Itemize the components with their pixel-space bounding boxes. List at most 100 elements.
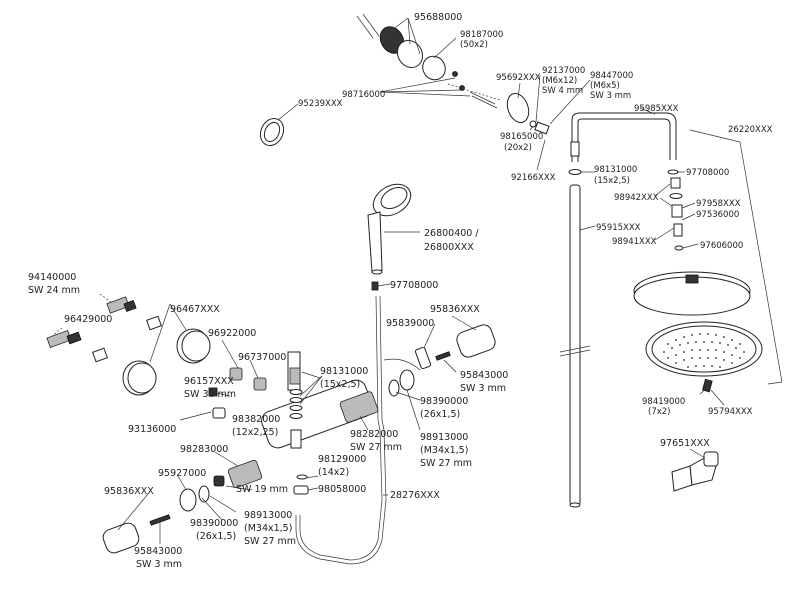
riser-and-arm (559, 107, 677, 508)
label-98390000-right: 98390000 (420, 396, 468, 407)
label-95843000-right: 95843000 (460, 370, 508, 381)
nut-98913000 (399, 369, 415, 391)
label-92166: 92166XXX (511, 173, 556, 183)
label-95239: 95239XXX (298, 99, 343, 109)
label-92137000-size: (M6x12) (542, 76, 577, 86)
arm-fitting (534, 121, 550, 135)
label-98390000-left-size: (26x1,5) (196, 531, 236, 542)
label-98913000-left: 98913000 (244, 510, 292, 521)
label-98131000-left: 98131000 (320, 366, 368, 377)
oring-98131000-right (568, 169, 582, 175)
label-93136000: 93136000 (128, 424, 176, 435)
label-98913000-left-size: (M34x1,5) (244, 523, 292, 534)
arm-joint (570, 141, 580, 157)
label-98129000-size: (14x2) (318, 467, 349, 478)
right-cartridge-parts (339, 315, 496, 431)
label-28276: 28276XXX (390, 490, 440, 501)
label-95843000-right-sw: SW 3 mm (460, 383, 506, 394)
label-98942: 98942XXX (614, 193, 659, 203)
label-95843000-left-sw: SW 3 mm (136, 559, 182, 570)
label-sw-19: SW 19 mm (236, 484, 288, 495)
wall-bracket-group (356, 13, 591, 171)
overhead-shower-26220 (633, 271, 763, 406)
label-95985: 95985XXX (634, 104, 679, 114)
head-connector (654, 129, 783, 385)
left-inlet-parts (46, 293, 267, 421)
label-98282000-sw: SW 27 mm (350, 442, 402, 453)
hand-shower-26800 (295, 183, 420, 565)
label-92137000-sw: SW 4 mm (542, 86, 583, 96)
label-94140000-sw: SW 24 mm (28, 285, 80, 296)
label-98941: 98941XXX (612, 237, 657, 247)
handle-95836-left (102, 522, 140, 554)
rosette-95239 (259, 103, 299, 147)
label-98187000-size: (50x2) (460, 40, 488, 50)
label-95843000-left: 95843000 (134, 546, 182, 557)
label-98382000-size: (12x2,25) (232, 427, 278, 438)
label-98131000-left-size: (15x2,5) (320, 379, 360, 390)
handle-95836-right (456, 324, 496, 358)
label-95839000: 95839000 (386, 318, 434, 329)
label-92137000: 92137000 (542, 66, 585, 76)
label-96467: 96467XXX (170, 304, 220, 315)
label-97536000: 97536000 (696, 210, 739, 220)
label-97708000-left: 97708000 (390, 280, 438, 291)
label-98716000: 98716000 (342, 90, 385, 100)
label-98913000-left-sw: SW 27 mm (244, 536, 296, 547)
wall-plate (396, 39, 424, 69)
screw-98419000 (702, 378, 713, 393)
label-26800-a: 26800400 / (424, 228, 479, 239)
label-95927000: 95927000 (158, 468, 206, 479)
label-98447000: 98447000 (590, 71, 633, 81)
cartridge-98282000 (339, 391, 379, 423)
label-95692: 95692XXX (496, 73, 541, 83)
label-98913000-right-sw: SW 27 mm (420, 458, 472, 469)
label-98382000: 98382000 (232, 414, 280, 425)
label-98058000: 98058000 (318, 484, 366, 495)
label-96737000: 96737000 (238, 352, 286, 363)
label-98283000: 98283000 (180, 444, 228, 455)
label-98282000: 98282000 (350, 429, 398, 440)
holder-97651 (671, 448, 719, 492)
label-98447000-sw: SW 3 mm (590, 91, 631, 101)
o-ring-50x2 (422, 55, 446, 81)
label-98390000-right-size: (26x1,5) (420, 409, 460, 420)
left-cartridge-parts (102, 451, 263, 554)
label-98131000-right: 98131000 (594, 165, 637, 175)
label-26220: 26220XXX (728, 125, 773, 135)
cartridge-98283000 (227, 459, 263, 489)
spindle-95839000 (414, 346, 432, 370)
label-98913000-right: 98913000 (420, 432, 468, 443)
label-97708000-right: 97708000 (686, 168, 729, 178)
label-97958: 97958XXX (696, 199, 741, 209)
label-98447000-size: (M6x5) (590, 81, 620, 91)
nut-95927000 (179, 488, 197, 512)
label-95688000: 95688000 (414, 12, 462, 23)
label-96429000: 96429000 (64, 314, 112, 325)
label-98187000: 98187000 (460, 30, 503, 40)
label-98165000: 98165000 (500, 132, 543, 142)
label-98129000: 98129000 (318, 454, 366, 465)
label-95794: 95794XXX (708, 407, 753, 417)
label-98913000-right-size: (M34x1,5) (420, 445, 468, 456)
label-26800-b: 26800XXX (424, 242, 474, 253)
label-95915: 95915XXX (596, 223, 641, 233)
thermostat-body (261, 351, 373, 495)
part-labels: 95688000 98187000 (50x2) 92137000 (M6x12… (28, 12, 773, 570)
rosette-95692 (506, 92, 530, 124)
label-97651: 97651XXX (660, 438, 710, 449)
label-97606000: 97606000 (700, 241, 743, 251)
label-98131000-right-size: (15x2,5) (594, 176, 630, 186)
label-95836-bottom: 95836XXX (104, 486, 154, 497)
label-98390000-left: 98390000 (190, 518, 238, 529)
inlet-94140000 (106, 296, 130, 314)
inlet-96429000 (46, 330, 72, 348)
label-94140000: 94140000 (28, 272, 76, 283)
label-98419000-size: (7x2) (648, 407, 670, 417)
label-96922000: 96922000 (208, 328, 256, 339)
label-96157-sw: SW 30 mm (184, 389, 236, 400)
hand-shower-handle (367, 211, 383, 273)
label-96157: 96157XXX (184, 376, 234, 387)
